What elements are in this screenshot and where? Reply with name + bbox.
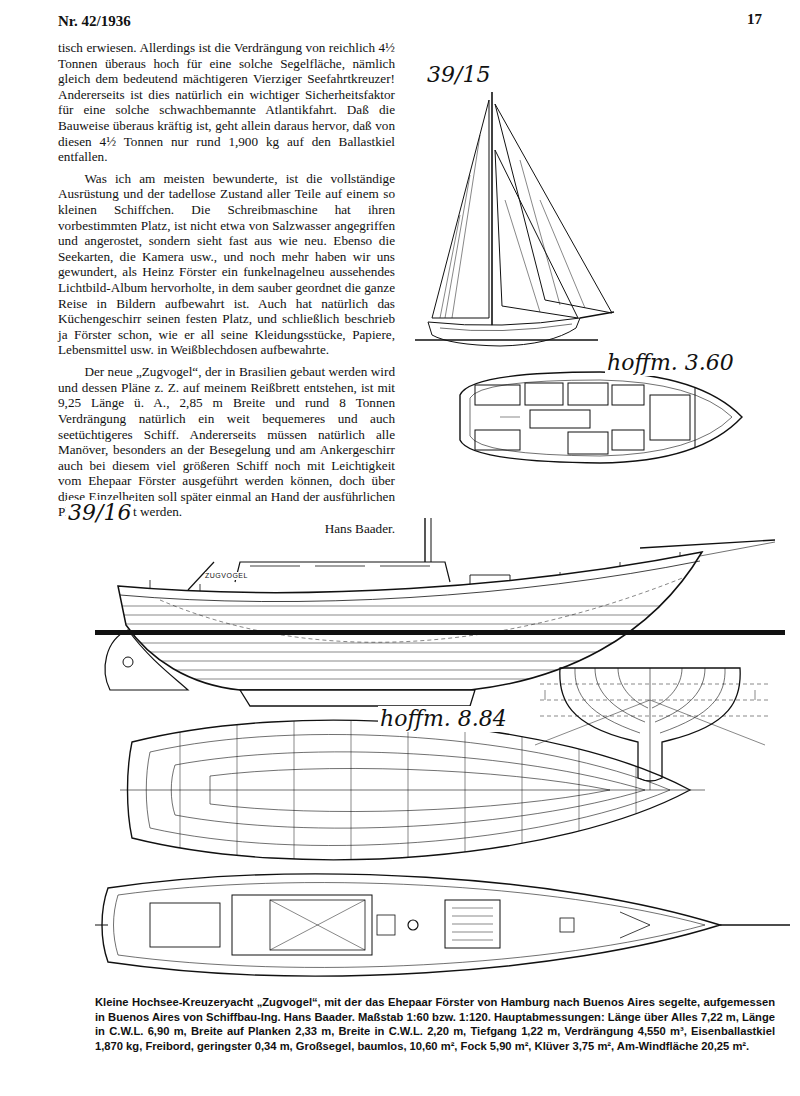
body-paragraph: Der neue „Zugvogel“, der in Brasilien ge… (58, 364, 395, 520)
body-paragraph: tisch erwiesen. Allerdings ist die Verdr… (58, 40, 395, 165)
page-number: 17 (747, 10, 762, 28)
lines-plan (120, 690, 705, 890)
figure-caption: Kleine Hochsee-Kreuzeryacht „Zugvogel“, … (95, 995, 775, 1053)
deck-plan (95, 874, 790, 976)
hull-profile (95, 518, 785, 706)
handwritten-note: hoffm. 3.60 (605, 350, 736, 376)
handwritten-number: 39/15 (425, 62, 492, 88)
handwritten-number: 39/16 (66, 500, 133, 526)
body-plan (535, 668, 770, 790)
handwritten-note: hoffm. 8.84 (378, 706, 509, 732)
accommodation-plan (460, 372, 742, 463)
body-paragraph: Was ich am meisten bewunderte, ist die v… (58, 171, 395, 358)
sail-plan (415, 92, 614, 346)
issue-number: Nr. 42/1936 (58, 12, 131, 30)
author-signature: Hans Baader. (325, 521, 395, 537)
hull-name: ZUGVOGEL (205, 572, 248, 580)
